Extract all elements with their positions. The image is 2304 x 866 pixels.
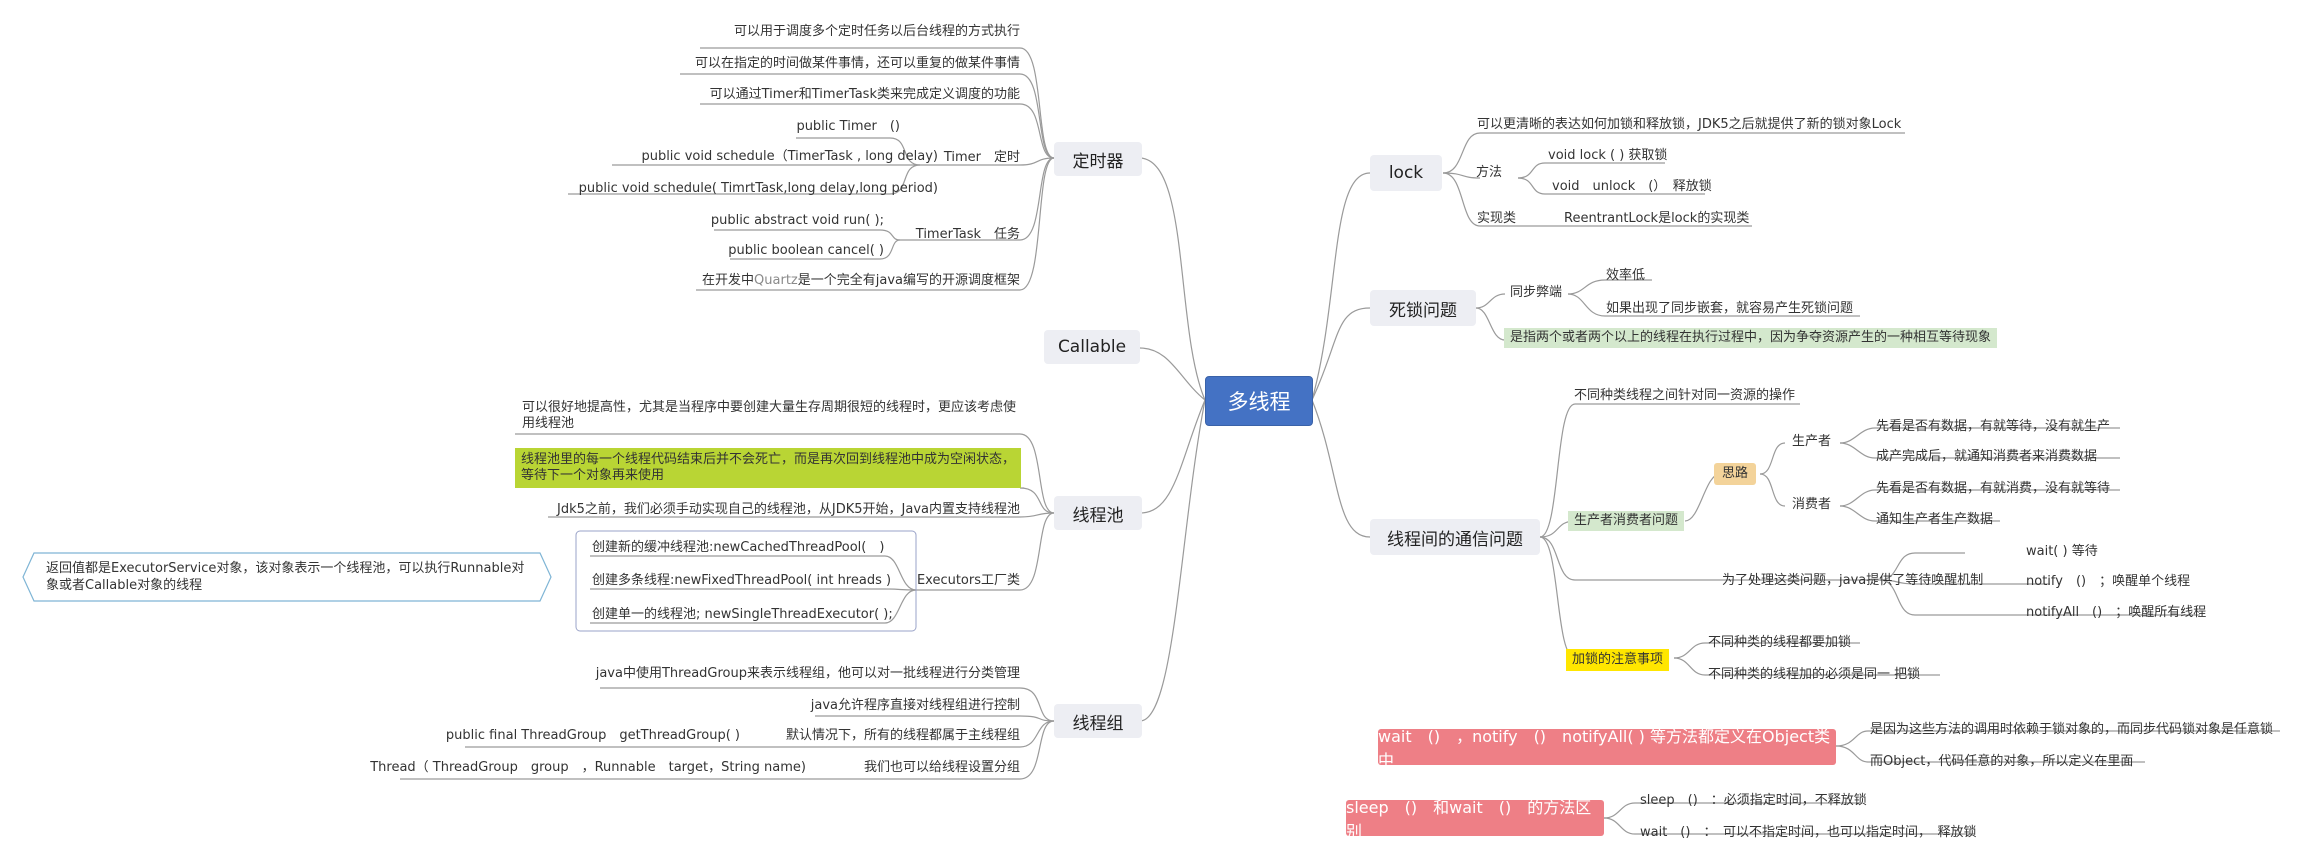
- branch-deadlock[interactable]: 死锁问题: [1370, 290, 1476, 326]
- comm-mechanism-node: 为了处理这类问题，java提供了等待唤醒机制: [1722, 573, 1984, 588]
- wait-notify-reason-1: 是因为这些方法的调用时依赖于锁对象的，而同步代码锁对象是任意锁: [1870, 722, 2274, 737]
- group-note-4-constructor: Thread（ ThreadGroup group ，Runnable targ…: [370, 760, 806, 775]
- executors-item-2: 创建多条线程:newFixedThreadPool( int hreads ): [592, 573, 892, 588]
- timer-note-3: 可以通过Timer和TimerTask类来完成定义调度的功能: [709, 87, 1020, 102]
- sleep-wait-diff-1: sleep () ：必须指定时间，不释放锁: [1640, 793, 1867, 808]
- wait-notify-reason-2: 而Object，代码任意的对象，所以定义在里面: [1870, 754, 2134, 769]
- lock-impl-item: ReentrantLock是lock的实现类: [1564, 211, 1750, 226]
- sleep-wait-topic[interactable]: sleep () 和wait () 的方法区别: [1346, 798, 1604, 841]
- lock-note-1: 可以更清晰的表达如何加锁和释放锁，JDK5之后就提供了新的锁对象Lock: [1477, 117, 1902, 132]
- comm-idea-node: 思路: [1714, 463, 1757, 485]
- branch-callable-label: Callable: [1057, 337, 1127, 357]
- executors-item-1: 创建新的缓冲线程池:newCachedThreadPool( ): [592, 540, 885, 555]
- lock-method-2: void unlock (） 释放锁: [1552, 179, 1712, 194]
- callout-text: 返回值都是ExecutorService对象，该对象表示一个线程池，可以执行Ru…: [46, 561, 525, 593]
- branch-lock-label: lock: [1388, 163, 1424, 183]
- root-topic[interactable]: 多线程: [1205, 376, 1313, 426]
- timer-note-2: 可以在指定的时间做某件事情，还可以重复的做某件事情: [694, 56, 1020, 71]
- sleep-wait-label: sleep () 和wait () 的方法区别: [1346, 798, 1592, 841]
- timertask-class-node: TimerTask 任务: [915, 227, 1020, 242]
- branch-deadlock-label: 死锁问题: [1389, 300, 1457, 321]
- comm-attention-1: 不同种类的线程都要加锁: [1708, 635, 1852, 650]
- wait-notify-topic[interactable]: wait () ，notify () notifyAll( ) 等方法都定义在O…: [1378, 727, 1836, 770]
- pool-note-3: Jdk5之前，我们必须手动实现自己的线程池，从JDK5开始，Java内置支持线程…: [557, 502, 1020, 517]
- executors-item-3: 创建单一的线程池; newSingleThreadExecutor( );: [592, 607, 893, 622]
- comm-producer-node: 生产者: [1792, 434, 1832, 449]
- lock-method-node: 方法: [1476, 165, 1503, 180]
- executors-group-frame: [575, 530, 917, 632]
- comm-note-1: 不同种类线程之间针对同一资源的操作: [1574, 388, 1796, 403]
- lock-impl-node: 实现类: [1477, 211, 1517, 226]
- branch-timer[interactable]: 定时器: [1054, 142, 1142, 176]
- comm-producer-1: 先看是否有数据，有就等待，没有就生产: [1876, 419, 2111, 434]
- deadlock-sync-1: 效率低: [1606, 268, 1646, 283]
- branch-thread-communication[interactable]: 线程间的通信问题: [1370, 519, 1540, 555]
- branch-lock[interactable]: lock: [1370, 155, 1442, 191]
- pool-note-1: 可以很好地提高性，尤其是当程序中要创建大量生存周期很短的线程时，更应该考虑使用线…: [522, 400, 1017, 431]
- group-note-2: java允许程序直接对线程组进行控制: [810, 698, 1020, 713]
- quartz-suffix: 是一个完全有java编写的开源调度框架: [797, 273, 1020, 288]
- executors-return-callout: 返回值都是ExecutorService对象，该对象表示一个线程池，可以执行Ru…: [22, 552, 552, 602]
- wait-notify-label: wait () ，notify () notifyAll( ) 等方法都定义在O…: [1378, 727, 1831, 770]
- comm-mechanism-3: notifyAll () ；唤醒所有线程: [2026, 605, 2207, 620]
- lock-method-1: void lock ( ) 获取锁: [1548, 148, 1668, 163]
- callout-shape: [22, 552, 552, 602]
- branch-thread-group-label: 线程组: [1072, 713, 1124, 734]
- timer-quartz-note: 在开发中Quartz是一个完全有java编写的开源调度框架: [702, 273, 1020, 289]
- executors-node: Executors工厂类: [916, 573, 1020, 588]
- branch-thread-communication-label: 线程间的通信问题: [1387, 529, 1523, 550]
- group-note-3: 默认情况下，所有的线程都属于主线程组: [785, 728, 1020, 743]
- comm-attention-node: 加锁的注意事项: [1566, 649, 1670, 671]
- group-note-1: java中使用ThreadGroup来表示线程组，他可以对一批线程进行分类管理: [595, 666, 1020, 681]
- timer-class-node: Timer 定时: [943, 150, 1020, 165]
- timer-note-1: 可以用于调度多个定时任务以后台线程的方式执行: [733, 24, 1020, 39]
- group-note-3-method: public final ThreadGroup getThreadGroup(…: [445, 728, 740, 743]
- timertask-method-2: public boolean cancel( ): [728, 243, 884, 258]
- timer-method-3: public void schedule( TimrtTask,long del…: [578, 181, 938, 196]
- root-label: 多线程: [1227, 390, 1291, 414]
- comm-consumer-1: 先看是否有数据，有就消费，没有就等待: [1876, 481, 2111, 496]
- comm-attention-2: 不同种类的线程加的必须是同一 把锁: [1708, 667, 1921, 682]
- branch-thread-pool-label: 线程池: [1072, 505, 1124, 526]
- quartz-prefix: 在开发中: [702, 273, 755, 288]
- comm-mechanism-1: wait( ) 等待: [2026, 544, 2098, 559]
- sleep-wait-diff-2: wait () ： 可以不指定时间，也可以指定时间， 释放锁: [1640, 825, 1977, 840]
- comm-consumer-2: 通知生产者生产数据: [1876, 512, 1994, 527]
- timertask-method-1: public abstract void run( );: [710, 213, 884, 228]
- timer-method-1: public Timer (): [796, 119, 900, 134]
- quartz-word: Quartz: [754, 273, 798, 288]
- deadlock-definition-highlight: 是指两个或者两个以上的线程在执行过程中，因为争夺资源产生的一种相互等待现象: [1504, 328, 1998, 348]
- comm-producer-2: 成产完成后，就通知消费者来消费数据: [1876, 449, 2098, 464]
- branch-timer-label: 定时器: [1072, 151, 1124, 172]
- deadlock-sync-node: 同步弊端: [1510, 285, 1563, 300]
- branch-callable[interactable]: Callable: [1044, 330, 1140, 364]
- branch-thread-pool[interactable]: 线程池: [1054, 496, 1142, 530]
- group-note-4: 我们也可以给线程设置分组: [863, 760, 1020, 775]
- comm-producer-consumer-node: 生产者消费者问题: [1568, 511, 1685, 531]
- deadlock-sync-2: 如果出现了同步嵌套，就容易产生死锁问题: [1606, 301, 1854, 316]
- pool-note-2-highlight: 线程池里的每一个线程代码结束后并不会死亡，而是再次回到线程池中成为空闲状态，等待…: [515, 448, 1021, 488]
- comm-consumer-node: 消费者: [1792, 497, 1832, 512]
- branch-thread-group[interactable]: 线程组: [1054, 704, 1142, 738]
- comm-mechanism-2: notify () ；唤醒单个线程: [2026, 574, 2191, 589]
- timer-method-2: public void schedule（TimerTask , long de…: [641, 149, 938, 164]
